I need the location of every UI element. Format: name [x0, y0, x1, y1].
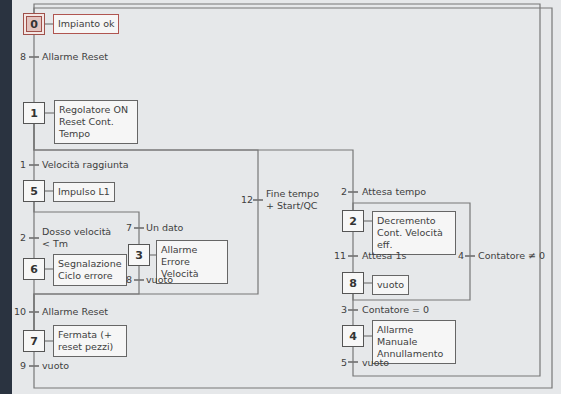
flow-line-path — [34, 124, 258, 330]
step-box: 2 — [342, 210, 364, 232]
step-box: 7 — [23, 330, 45, 352]
flow-line — [364, 283, 372, 284]
step-number: 2 — [349, 215, 357, 228]
flow-line — [45, 113, 54, 114]
transition-condition: Contatore ≠ 0 — [478, 250, 545, 262]
flow-line — [34, 35, 35, 102]
flow-line-path — [45, 340, 53, 341]
action-box: Impulso L1 — [53, 182, 115, 202]
step-number: 3 — [135, 249, 143, 262]
flow-line — [45, 341, 53, 342]
flow-line-path — [34, 4, 540, 376]
transition-number: 1 — [20, 159, 26, 171]
flow-line-path — [45, 23, 53, 24]
transition-condition: Allarme Reset — [42, 306, 108, 318]
action-box: Fermata (+ reset pezzi) — [53, 325, 127, 357]
transition-condition: Attesa 1s — [362, 250, 406, 262]
transition-condition: Attesa tempo — [362, 186, 426, 198]
action-text: Allarme Manuale Annullamento — [377, 324, 451, 360]
step-number: 1 — [30, 107, 38, 120]
flow-line — [364, 336, 372, 337]
transition-number: 2 — [341, 186, 347, 198]
action-text: Impulso L1 — [58, 186, 110, 198]
flow-line-path — [33, 35, 34, 102]
transition-ticks — [29, 57, 475, 366]
flow-line — [34, 124, 258, 330]
step-number: 0 — [30, 18, 38, 31]
flow-line-path — [45, 190, 53, 191]
transition-number: 4 — [458, 250, 464, 262]
transition-condition: Un dato — [146, 222, 183, 234]
action-text: Decremento Cont. Velocità eff. — [377, 215, 451, 251]
flow-line — [353, 203, 470, 300]
transition-number: 2 — [20, 232, 26, 244]
step-number: 7 — [30, 335, 38, 348]
transition-condition: Velocità raggiunta — [42, 159, 129, 171]
transition-number: 7 — [126, 222, 132, 234]
transition-condition: Fine tempo + Start/QC — [266, 188, 328, 212]
transition-condition: vuoto — [42, 360, 69, 372]
flow-line — [34, 8, 552, 388]
photo-edge — [0, 0, 12, 394]
action-box: Segnalazione Ciclo errore — [53, 254, 127, 286]
flow-line — [34, 202, 139, 244]
transition-number: 9 — [20, 360, 26, 372]
action-box: Regolatore ON Reset Cont. Tempo — [54, 100, 138, 144]
flow-line-path — [45, 112, 54, 113]
transition-number: 12 — [241, 194, 253, 206]
flow-line — [34, 4, 540, 376]
transition-number: 8 — [126, 274, 132, 286]
flow-line-path — [353, 203, 470, 300]
transition-condition: vuoto — [362, 357, 389, 369]
step-box: 4 — [342, 325, 364, 347]
flow-line-path — [364, 282, 372, 283]
flow-line — [45, 269, 53, 270]
step-number: 8 — [349, 277, 357, 290]
transition-number: 10 — [14, 306, 26, 318]
step-number: 6 — [30, 263, 38, 276]
action-box: Decremento Cont. Velocità eff. — [372, 211, 456, 255]
action-box: Impianto ok — [53, 14, 119, 34]
flow-line — [364, 221, 372, 222]
transition-number: 3 — [341, 304, 347, 316]
step-box: 1 — [23, 102, 45, 124]
flow-line-path — [34, 8, 552, 388]
initial-step: 0 — [23, 13, 45, 35]
step-number: 4 — [349, 330, 357, 343]
flow-line-path — [352, 232, 353, 272]
flow-line — [45, 24, 53, 25]
action-text: Impianto ok — [58, 18, 114, 30]
action-text: Segnalazione Ciclo errore — [58, 258, 122, 282]
step-number: 5 — [30, 185, 38, 198]
transition-number: 5 — [341, 357, 347, 369]
transition-condition: vuoto — [146, 274, 173, 286]
flow-line — [45, 191, 53, 192]
flow-line-path — [364, 220, 372, 221]
transition-condition: Contatore = 0 — [362, 304, 429, 316]
step-box: 3 — [128, 244, 150, 266]
step-box: 8 — [342, 272, 364, 294]
action-text: Regolatore ON Reset Cont. Tempo — [59, 104, 133, 140]
transition-number: 11 — [334, 250, 346, 262]
action-box: vuoto — [372, 275, 409, 295]
flow-line-path — [45, 268, 53, 269]
action-text: vuoto — [377, 279, 404, 291]
action-text: Fermata (+ reset pezzi) — [58, 329, 122, 353]
transition-condition: Dosso velocità < Tm — [42, 226, 112, 250]
flow-line-path — [364, 335, 372, 336]
step-box: 5 — [23, 180, 45, 202]
transition-number: 8 — [20, 51, 26, 63]
flow-line — [353, 232, 354, 272]
flow-line-path — [34, 202, 139, 244]
transition-condition: Allarme Reset — [42, 51, 108, 63]
step-box: 6 — [23, 258, 45, 280]
